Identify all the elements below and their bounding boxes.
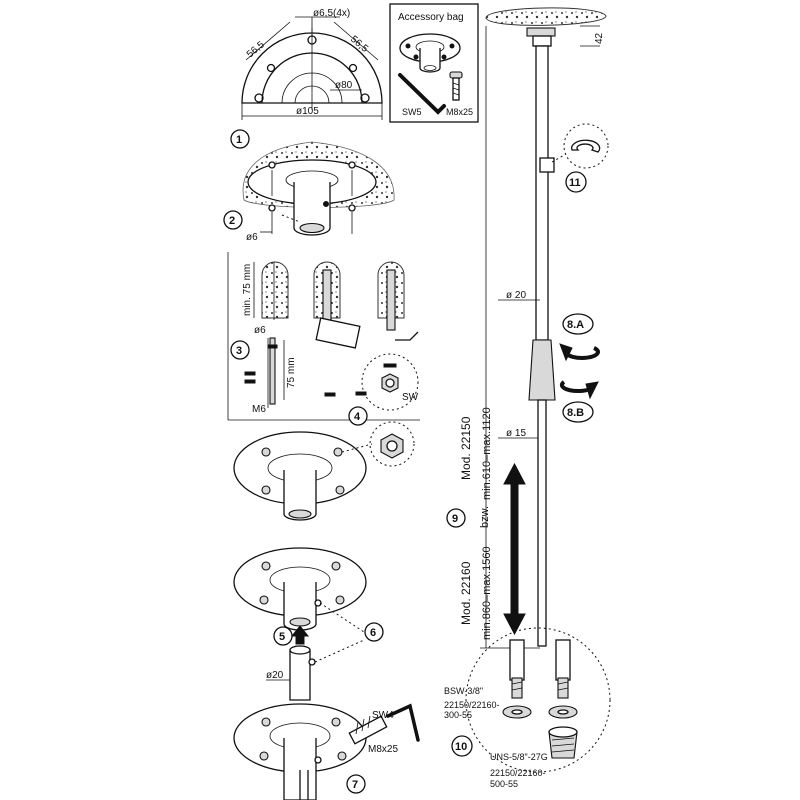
key-size-label-7: SW4 xyxy=(372,710,394,721)
model-b-range: min.860–max.1560 xyxy=(481,546,493,640)
outer-dia-label: ø105 xyxy=(296,106,319,117)
step-10-badge: 10 xyxy=(451,735,473,757)
svg-text:3: 3 xyxy=(236,345,242,357)
step-4-badge: 4 xyxy=(348,406,368,426)
clip-icon xyxy=(551,123,609,169)
sw-label: SW xyxy=(402,392,419,403)
tube-dia-label: ø20 xyxy=(266,670,284,681)
bolt-length-label: 75 mm xyxy=(286,357,297,388)
step-7-screw: SW4 M8x25 xyxy=(233,703,420,800)
thread-adapters: BSW-3/8" 22150/22160- 300-55 UNS-5/8"-27… xyxy=(444,627,611,789)
upper-dia-label: ø 20 xyxy=(506,290,526,301)
step-3-dowels: min. 75 mm ø6 75 mm M6 SW xyxy=(227,252,420,421)
plate-dimension-drawing: ø6,5(4x) 56,5 56,5 ø80 ø105 xyxy=(241,8,383,120)
key-size-label: SW5 xyxy=(402,107,422,117)
drilled-hole-2 xyxy=(313,261,361,349)
allen-key-icon xyxy=(398,73,446,115)
double-arrow-icon xyxy=(503,462,526,636)
model-a-label: Mod. 22150 xyxy=(459,416,473,480)
thread-b-name: UNS-5/8"-27G xyxy=(490,752,548,762)
thread-label: M6 xyxy=(252,404,266,415)
step-2-badge: 2 xyxy=(223,210,243,230)
drilled-hole-1: min. 75 mm ø6 xyxy=(242,261,289,336)
svg-text:1: 1 xyxy=(236,134,242,146)
step-5-badge: 5 xyxy=(273,626,293,646)
top-height-label: 42 xyxy=(594,32,605,44)
svg-text:7: 7 xyxy=(352,779,358,791)
step-6-badge: 6 xyxy=(364,622,384,642)
accessory-bag-box: Accessory bag SW5 M8x25 xyxy=(389,3,479,123)
step-9-badge: 9 xyxy=(446,508,466,528)
bolt-drawing: 75 mm M6 xyxy=(244,337,297,415)
svg-text:9: 9 xyxy=(452,513,458,525)
svg-text:8.A: 8.A xyxy=(567,319,584,331)
drill-dia-label-bottom: ø6 xyxy=(254,325,266,336)
step-11-badge: 11 xyxy=(565,171,587,193)
step-8b-badge: 8.B xyxy=(562,401,594,423)
svg-text:4: 4 xyxy=(354,411,361,423)
step-7-badge: 7 xyxy=(346,774,366,794)
drill-dia-label-top: ø6 xyxy=(246,232,258,243)
rotate-right-icon xyxy=(559,380,599,400)
accessory-bag-title: Accessory bag xyxy=(398,12,464,23)
screw-size-label-7: M8x25 xyxy=(368,744,398,755)
bzw-label: bzw. xyxy=(479,506,491,528)
hole-dia-label: ø6,5(4x) xyxy=(313,8,350,19)
svg-text:5: 5 xyxy=(279,631,285,643)
svg-text:11: 11 xyxy=(569,177,581,189)
screw-with-key-icon xyxy=(348,703,420,745)
model-a-range: min.610–max.1120 xyxy=(481,407,493,500)
svg-text:10: 10 xyxy=(455,741,467,753)
thread-a-codes-2: 300-55 xyxy=(444,710,472,720)
step-5-6-tube: ø20 xyxy=(233,547,367,701)
thread-a-codes: 22150/22160- xyxy=(444,700,500,710)
screw-icon xyxy=(449,71,463,101)
svg-text:2: 2 xyxy=(229,215,235,227)
screw-size-label: M8x25 xyxy=(446,107,473,117)
thread-b-codes-2: 500-55 xyxy=(490,779,518,789)
step-4-flange xyxy=(233,421,415,521)
min-depth-label: min. 75 mm xyxy=(242,264,253,316)
step-1-badge: 1 xyxy=(230,129,250,149)
svg-text:8.B: 8.B xyxy=(567,407,584,419)
rotate-left-icon xyxy=(559,343,600,362)
lower-dia-label: ø 15 xyxy=(506,428,526,439)
drilled-hole-3 xyxy=(377,261,419,341)
model-b-label: Mod. 22160 xyxy=(459,561,473,625)
step-8a-badge: 8.A xyxy=(562,313,594,335)
thread-a-name: BSW-3/8" xyxy=(444,686,483,696)
left-distance-label: 56,5 xyxy=(245,39,267,60)
step-3-badge: 3 xyxy=(230,340,250,360)
step-1-2-ceiling: ø6 xyxy=(242,141,395,243)
insert-arrow-icon xyxy=(290,625,310,645)
inner-dia-label: ø80 xyxy=(335,80,353,91)
svg-text:6: 6 xyxy=(370,627,376,639)
thread-b-codes: 22150/22160- xyxy=(490,768,546,778)
